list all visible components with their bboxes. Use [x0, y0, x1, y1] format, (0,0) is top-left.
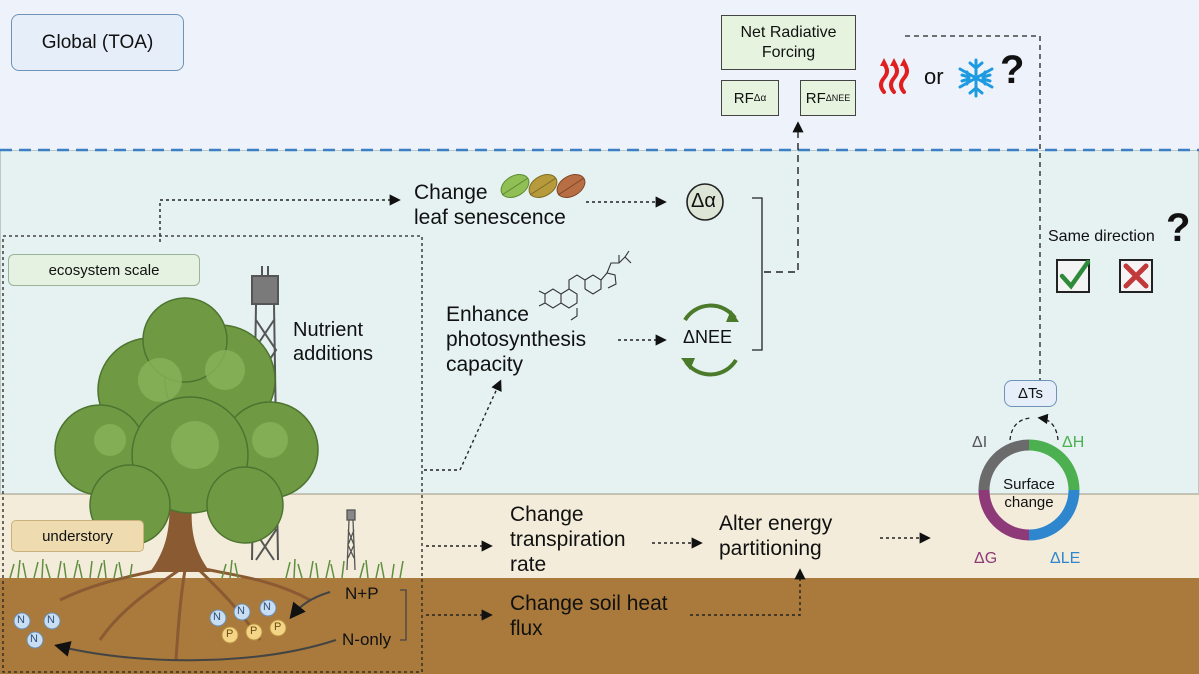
- cycle-arrows-icon: [681, 303, 739, 377]
- delta-i-label: ΔI: [972, 434, 988, 451]
- heat-waves-icon: [879, 58, 909, 94]
- rf-albedo-label: RF: [733, 89, 754, 107]
- energy-partitioning-text: Alter energy partitioning: [719, 511, 832, 561]
- n-only-label: N-only: [342, 630, 392, 649]
- nutrient-line2: additions: [293, 343, 374, 365]
- pellet-n-1: N: [17, 614, 25, 626]
- arrow-to-radiative-forcing: [764, 121, 804, 273]
- small-tower-icon: [346, 509, 356, 571]
- ts-box: ΔTs: [1004, 380, 1057, 407]
- ring-segment-dg: [978, 489, 1030, 541]
- ts-label: ΔTs: [1017, 385, 1044, 402]
- net-radiative-forcing-box: Net Radiative Forcing: [721, 15, 856, 70]
- pellet-n-5: N: [237, 605, 245, 617]
- surface-change-center: Surface change: [989, 476, 1069, 512]
- leaf-senescence-text: Change leaf senescence: [414, 180, 566, 230]
- surface-change-line2: change: [1004, 494, 1054, 511]
- arrow-soil-to-energy: [690, 568, 806, 616]
- nutrient-additions-label: Nutrient additions: [293, 318, 373, 366]
- transpiration-line1: Change: [510, 503, 584, 526]
- nee-label: ΔNEE: [683, 327, 733, 347]
- grass-icon: [9, 558, 404, 579]
- direction-question-icon: ?: [1166, 206, 1191, 250]
- global-toa-text: Global (TOA): [41, 31, 154, 53]
- arrow-np-to-roots: [289, 591, 331, 620]
- global-toa-layer: [0, 0, 1199, 150]
- same-direction-label: Same direction: [1048, 228, 1155, 245]
- understory-text: understory: [42, 527, 113, 545]
- transpiration-line3: rate: [510, 553, 547, 576]
- leaf-senescence-line2: leaf senescence: [414, 206, 566, 229]
- energy-line1: Alter energy: [719, 512, 833, 535]
- tree-icon: [54, 297, 319, 661]
- molecule-icon: [538, 250, 632, 321]
- ecosystem-scale-label: ecosystem scale: [8, 254, 200, 286]
- line-forcing-to-ts: [905, 35, 1041, 380]
- photosynthesis-line2: photosynthesis: [446, 328, 587, 351]
- arc-to-ts-right: [1037, 413, 1059, 441]
- photosynthesis-line3: capacity: [446, 353, 524, 376]
- soil-heat-flux-text: Change soil heat flux: [510, 591, 668, 641]
- bracket-nutrients: [400, 589, 407, 641]
- ring-segment-dle: [1028, 489, 1080, 541]
- snowflake-icon: [958, 58, 994, 98]
- transpiration-line2: transpiration: [510, 528, 626, 551]
- soil-layer: [0, 578, 1199, 674]
- photosynthesis-line1: Enhance: [446, 303, 529, 326]
- delta-le-label: ΔLE: [1050, 550, 1081, 567]
- nutrient-plot-frame: [2, 235, 423, 673]
- cross-icon: [1119, 259, 1153, 293]
- net-radiative-forcing-text: Net Radiative Forcing: [740, 23, 837, 61]
- forcing-question-icon: ?: [1000, 48, 1025, 92]
- global-toa-label: Global (TOA): [11, 14, 184, 71]
- rf-nee-subscript: ΔNEE: [825, 93, 851, 103]
- understory-label: understory: [11, 520, 144, 552]
- np-label: N+P: [345, 584, 379, 603]
- surface-change-ring: [978, 439, 1080, 541]
- photosynthesis-text: Enhance photosynthesis capacity: [446, 302, 586, 377]
- or-label: or: [924, 64, 944, 89]
- pellet-n-2: N: [47, 614, 55, 626]
- ecosystem-scale-text: ecosystem scale: [48, 261, 160, 279]
- check-icon: [1056, 259, 1091, 293]
- delta-h-label: ΔH: [1062, 434, 1085, 451]
- albedo-label: Δα: [691, 190, 716, 212]
- pellet-n-6: N: [263, 601, 271, 613]
- pellet-p-2: P: [250, 625, 258, 637]
- ring-segment-dh: [1028, 439, 1080, 491]
- arrow-n-only-leaching: [54, 639, 337, 662]
- transpiration-text: Change transpiration rate: [510, 502, 626, 577]
- nitrogen-pellets: [13, 599, 277, 649]
- rf-nee-label: RF: [805, 89, 826, 107]
- delta-g-label: ΔG: [974, 550, 998, 567]
- rf-albedo-subscript: Δα: [753, 92, 767, 104]
- pellet-n-4: N: [213, 611, 221, 623]
- arrow-to-leaf-senescence: [159, 194, 401, 242]
- leaf-icon: [500, 174, 586, 198]
- surface-change-line1: Surface: [1003, 476, 1055, 493]
- nutrient-line1: Nutrient: [293, 319, 364, 341]
- leaf-senescence-line1: Change: [414, 181, 488, 204]
- phosphorus-pellets: [221, 619, 287, 644]
- pellet-p-3: P: [274, 621, 282, 633]
- soil-heat-line2: flux: [510, 617, 543, 640]
- arc-to-ts-left: [1009, 417, 1031, 441]
- arrow-to-photosynthesis: [424, 379, 502, 471]
- soil-heat-line1: Change soil heat: [510, 592, 668, 615]
- ring-segment-di: [978, 439, 1030, 491]
- pellet-p-1: P: [226, 628, 234, 640]
- bracket-albedo-nee: [752, 197, 763, 351]
- pellet-n-3: N: [30, 633, 38, 645]
- albedo-node: [686, 183, 724, 221]
- energy-line2: partitioning: [719, 537, 822, 560]
